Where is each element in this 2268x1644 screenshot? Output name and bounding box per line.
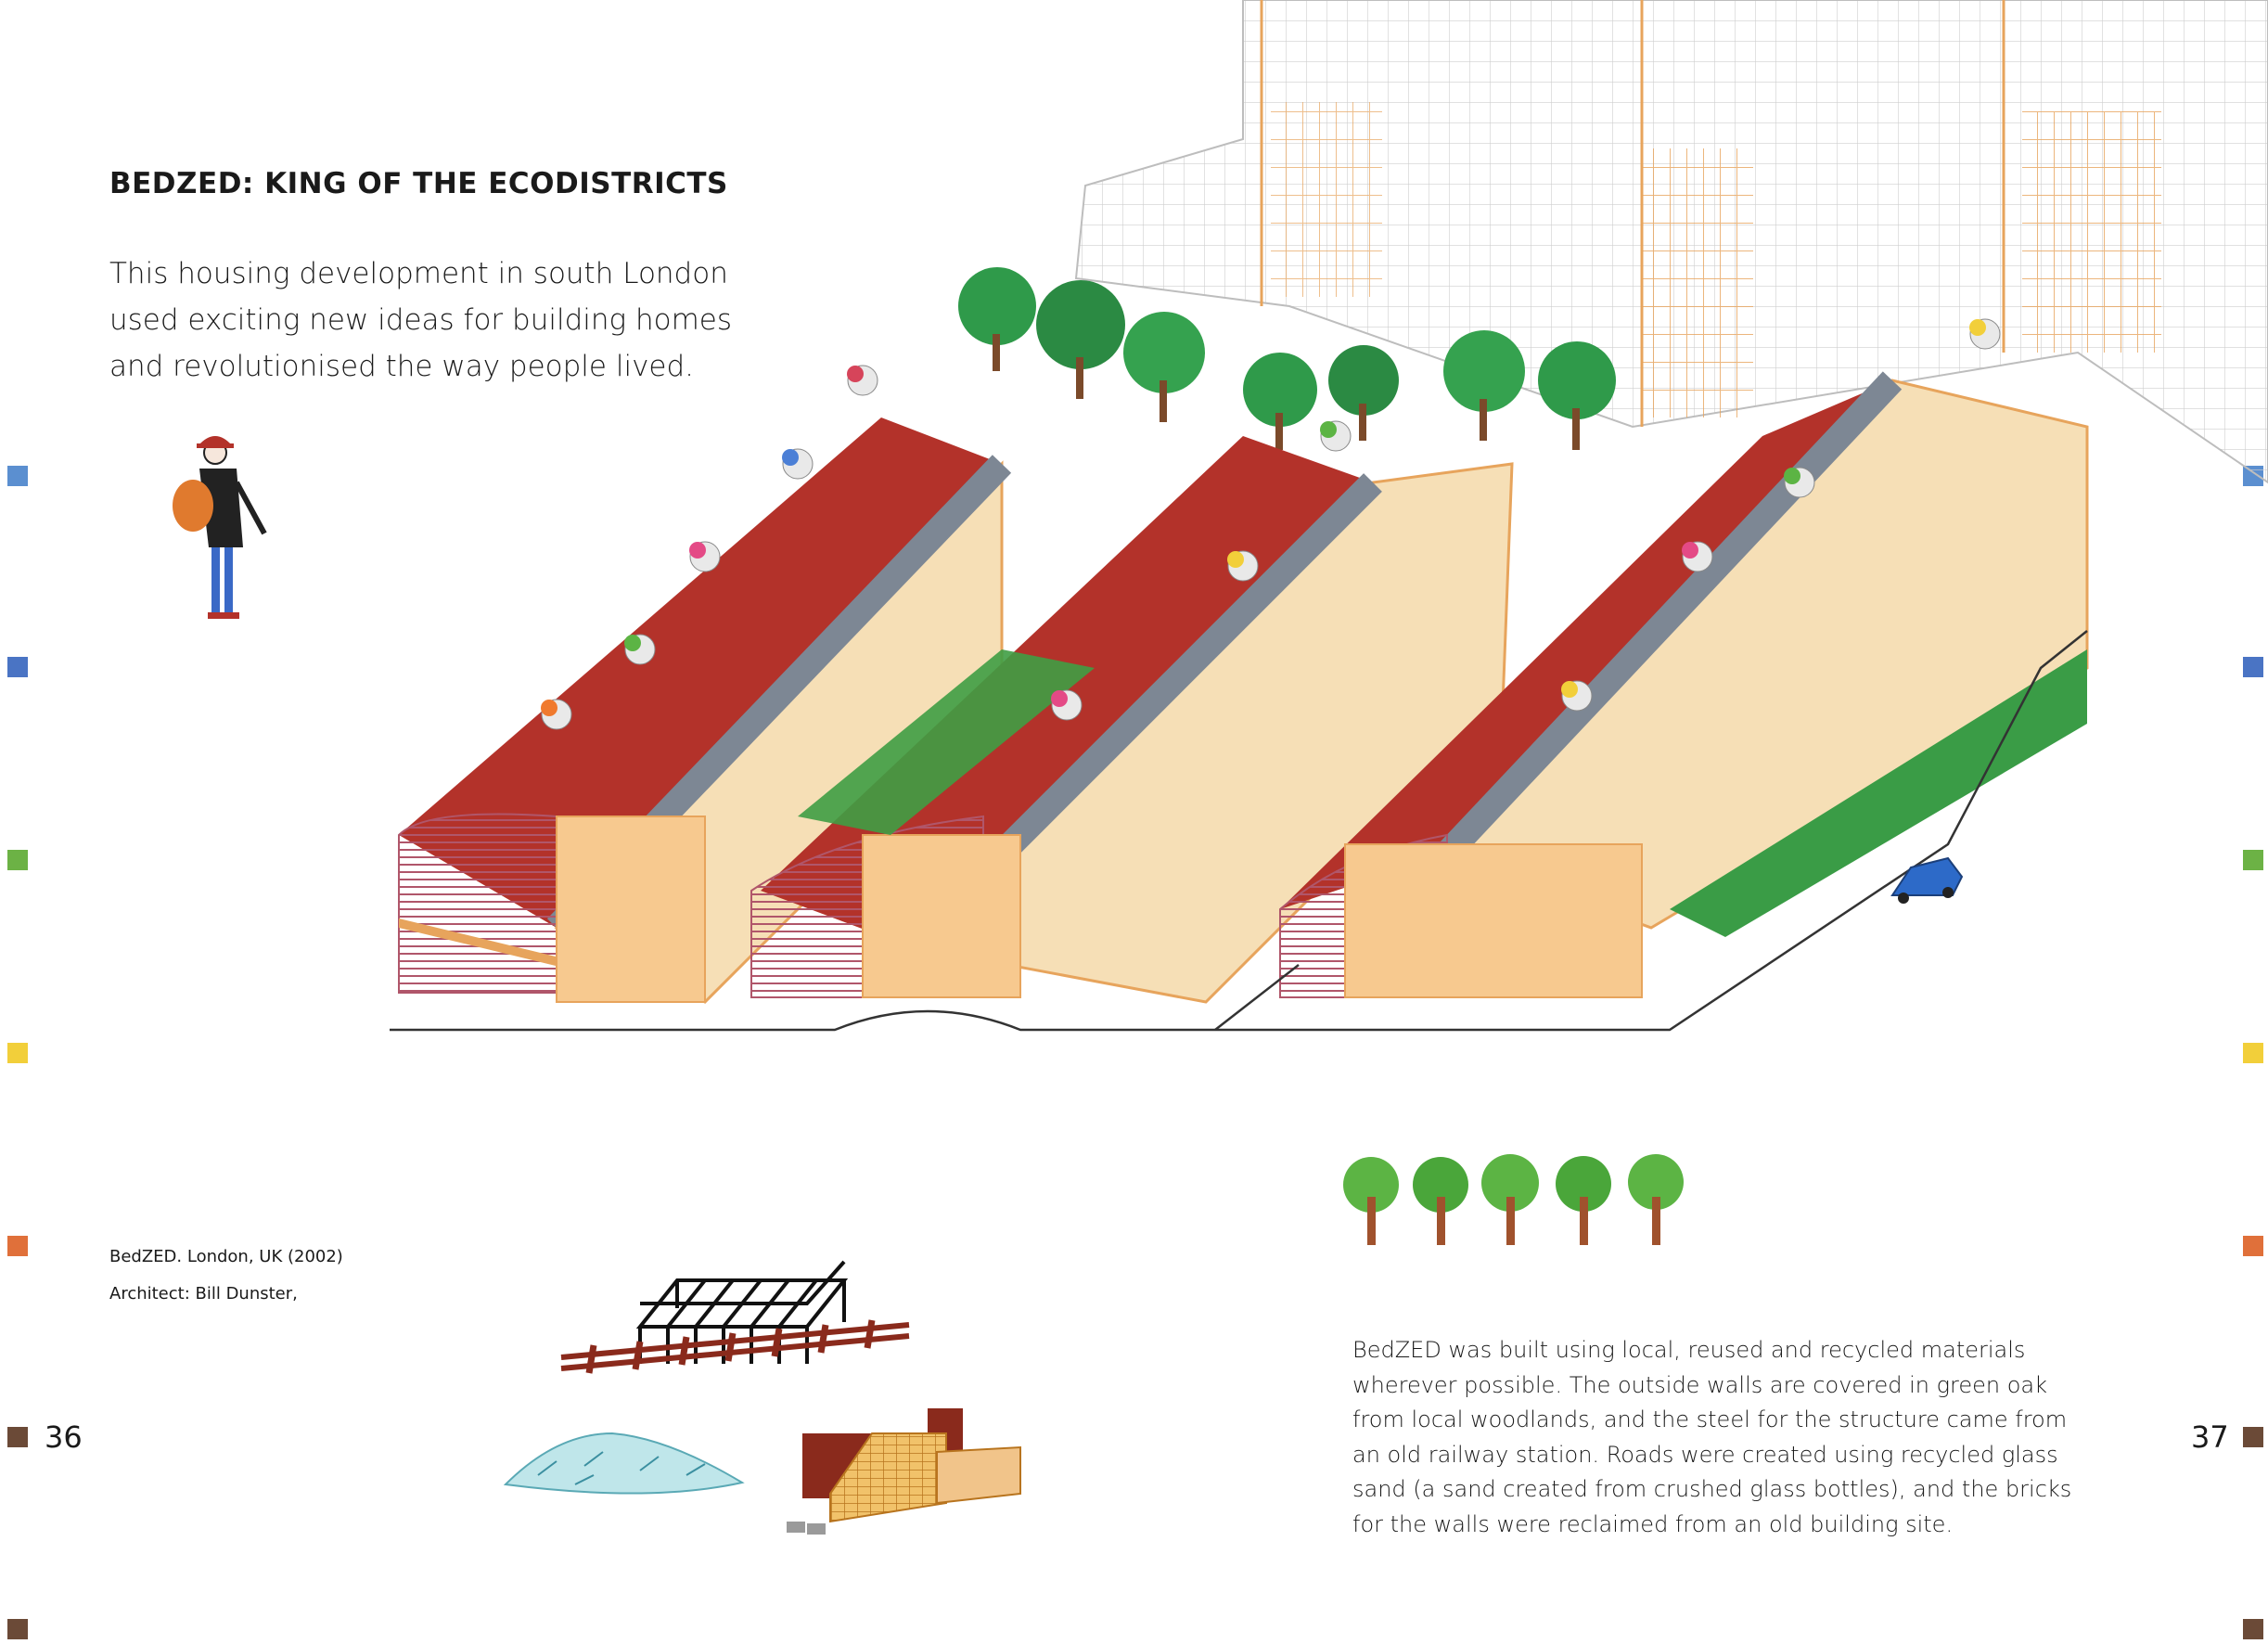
body-paragraph: BedZED was built using local, reused and… bbox=[1352, 1333, 2072, 1542]
intro-line: used exciting new ideas for building hom… bbox=[109, 303, 733, 337]
body-line: sand (a sand created from crushed glass … bbox=[1352, 1476, 2072, 1502]
wind-cowls bbox=[541, 318, 2001, 730]
terrace-block bbox=[398, 417, 1012, 1004]
car-icon bbox=[1890, 856, 1964, 904]
color-tab-left bbox=[7, 466, 28, 486]
color-tab-right bbox=[2243, 1236, 2263, 1256]
crushed-glass-icon bbox=[503, 1432, 745, 1495]
caption-architect: Architect: Bill Dunster, bbox=[109, 1284, 298, 1304]
terrace-block bbox=[1279, 371, 2089, 998]
caption-project: BedZED. London, UK (2002) bbox=[109, 1247, 343, 1266]
page-number-right: 37 bbox=[2191, 1419, 2229, 1455]
color-tab-left bbox=[7, 850, 28, 870]
road bbox=[390, 630, 2088, 1032]
color-tab-right bbox=[2243, 1427, 2263, 1447]
body-line: an old railway station. Roads were creat… bbox=[1352, 1441, 2058, 1468]
figure-caption: BedZED. London, UK (2002) Architect: Bil… bbox=[109, 1239, 343, 1313]
color-tab-left bbox=[7, 1236, 28, 1256]
page-number-left: 36 bbox=[45, 1419, 83, 1455]
railway-track-icon bbox=[560, 1319, 910, 1374]
background-trees bbox=[958, 267, 1616, 450]
intro-line: and revolutionised the way people lived. bbox=[109, 350, 695, 383]
background-buildings bbox=[1074, 0, 2268, 484]
body-line: for the walls were reclaimed from an old… bbox=[1352, 1510, 1954, 1537]
body-line: from local woodlands, and the steel for … bbox=[1352, 1406, 2068, 1432]
intro-paragraph: This housing development in south London… bbox=[109, 250, 733, 390]
page-heading: BEDZED: KING OF THE ECODISTRICTS bbox=[109, 167, 728, 200]
color-tab-right bbox=[2243, 657, 2263, 677]
person-with-hat-icon bbox=[173, 436, 267, 619]
reclaimed-bricks-icon bbox=[787, 1408, 1021, 1535]
color-tab-right bbox=[2243, 1043, 2263, 1063]
color-tab-left bbox=[7, 1043, 28, 1063]
color-tab-right bbox=[2243, 1619, 2263, 1639]
color-tab-left bbox=[7, 1619, 28, 1639]
color-tab-right bbox=[2243, 850, 2263, 870]
body-line: wherever possible. The outside walls are… bbox=[1352, 1371, 2048, 1398]
body-line: BedZED was built using local, reused and… bbox=[1352, 1337, 2026, 1363]
color-tab-left bbox=[7, 1427, 28, 1447]
color-tab-left bbox=[7, 657, 28, 677]
oak-trees-icon bbox=[1343, 1154, 1684, 1245]
intro-line: This housing development in south London bbox=[109, 257, 728, 290]
